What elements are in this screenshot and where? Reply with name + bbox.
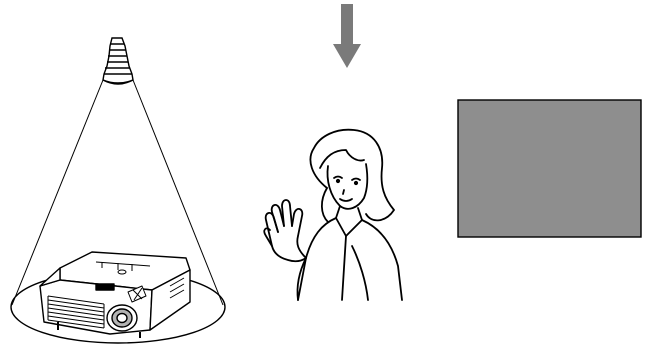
presenter-woman-icon [264, 130, 402, 300]
projector-icon [40, 252, 190, 338]
projection-screen-icon [458, 100, 641, 237]
down-arrow-icon [333, 4, 361, 68]
light-bulb-icon [103, 38, 133, 84]
